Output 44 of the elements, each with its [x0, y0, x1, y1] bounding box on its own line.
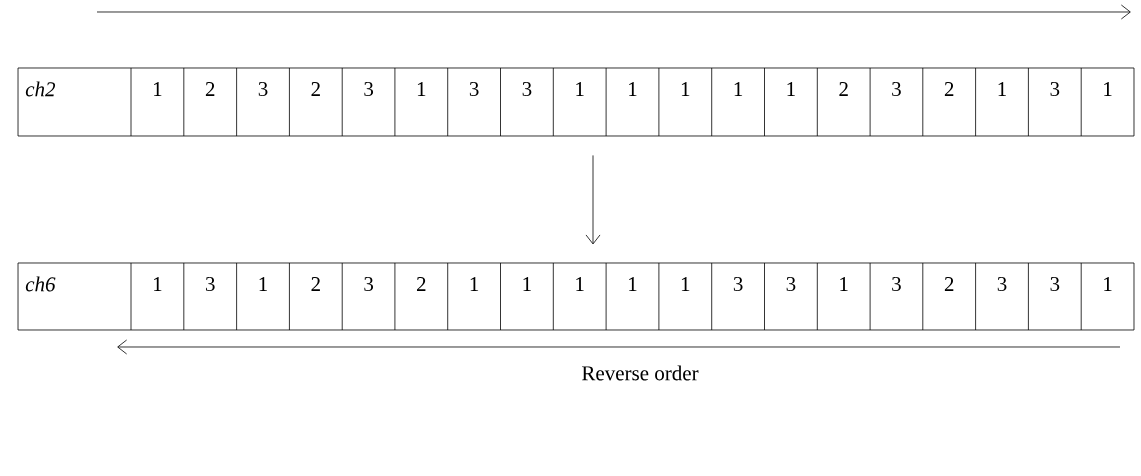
cell-value: 1: [154, 82, 162, 96]
cell-value: 2: [944, 82, 954, 96]
cell-value: 1: [787, 82, 795, 96]
cell-value: 3: [1050, 81, 1060, 97]
cell-value: 1: [1104, 277, 1112, 291]
arrow: [585, 155, 601, 245]
cell-value: 1: [417, 82, 426, 96]
row-label: ch6: [25, 276, 56, 292]
cell-value: 2: [417, 277, 426, 291]
cell-value: 1: [734, 82, 743, 96]
cell-value: 1: [576, 277, 584, 291]
cell-value: 3: [733, 276, 743, 292]
cell-value: 3: [892, 276, 901, 292]
cell-value: 1: [681, 277, 690, 291]
arrow-label: Reverse order: [582, 365, 699, 381]
row-label: ch2: [25, 81, 56, 97]
cell-value: 2: [944, 277, 954, 291]
cell-value: 2: [311, 82, 320, 96]
cell-value: 1: [576, 82, 584, 96]
cell-value: 1: [681, 82, 690, 96]
cell-value: 3: [205, 276, 215, 292]
cell-value: 1: [259, 277, 267, 291]
cell-value: 2: [205, 82, 215, 96]
cell-value: 3: [892, 81, 901, 97]
cell-value: 3: [469, 81, 479, 97]
cell-value: 3: [364, 81, 374, 97]
cell-value: 1: [154, 277, 162, 291]
cell-value: 3: [364, 276, 374, 292]
cell-value: 3: [997, 276, 1007, 292]
cell-value: 1: [470, 277, 479, 291]
cell-value: 3: [1050, 276, 1060, 292]
cell-value: 1: [629, 277, 637, 291]
cell-value: 3: [786, 276, 796, 292]
cell-value: 3: [258, 81, 268, 97]
cell-value: 2: [311, 277, 320, 291]
cell-value: 1: [840, 277, 848, 291]
cell-value: 1: [998, 82, 1006, 96]
cell-value: 3: [522, 81, 532, 97]
cell-value: 1: [629, 82, 637, 96]
table-row: [17, 67, 1135, 137]
table-row: [17, 262, 1135, 331]
cell-value: 1: [1104, 82, 1112, 96]
cell-value: 1: [523, 277, 531, 291]
cell-value: 2: [839, 82, 848, 96]
